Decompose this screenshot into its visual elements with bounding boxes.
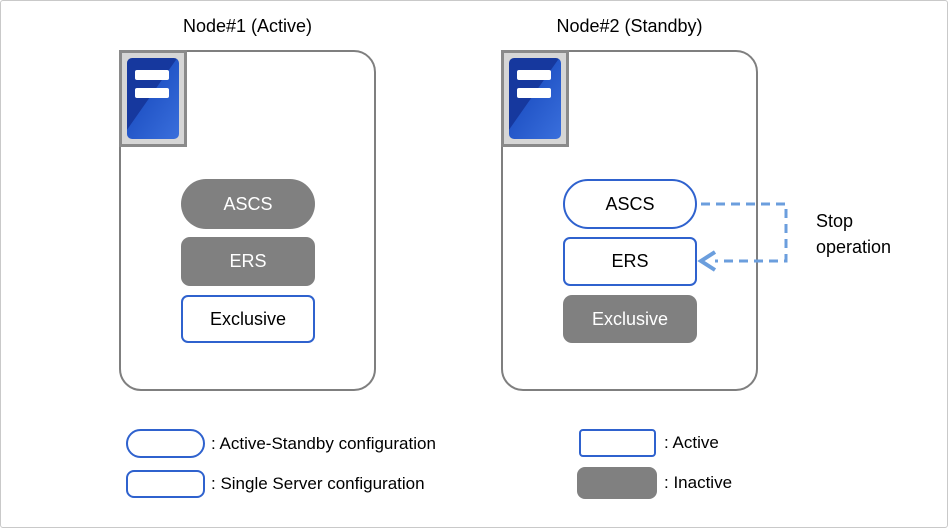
server-tower — [509, 58, 561, 139]
legend-label-active: : Active — [664, 433, 719, 452]
server-slot — [517, 70, 551, 80]
legend-label-single-server: : Single Server configuration — [211, 474, 425, 493]
node1-exclusive-box: Exclusive — [181, 295, 315, 343]
server-slot — [135, 88, 169, 98]
legend-swatch-inactive — [577, 467, 657, 499]
node2-exclusive-box: Exclusive — [563, 295, 697, 343]
legend-label-active-standby: : Active-Standby configuration — [211, 434, 436, 453]
node1-title: Node#1 (Active) — [182, 16, 313, 36]
server-tower — [127, 58, 179, 139]
node2-title: Node#2 (Standby) — [556, 16, 703, 36]
node2-ascs-box: ASCS — [563, 179, 697, 229]
server-slot — [517, 88, 551, 98]
server-slot — [135, 70, 169, 80]
node1-box: ASCS ERS Exclusive — [119, 50, 376, 391]
legend-label-inactive: : Inactive — [664, 473, 733, 492]
legend-swatch-active-standby — [126, 429, 205, 458]
node2-box: ASCS ERS Exclusive — [501, 50, 758, 391]
node2-ers-box: ERS — [563, 237, 697, 286]
server-icon — [119, 50, 187, 147]
stop-operation-arrow — [697, 202, 788, 272]
legend-swatch-active — [579, 429, 656, 457]
legend-swatch-single-server — [126, 470, 205, 498]
stop-operation-label: Stop operation — [816, 211, 892, 257]
node1-ascs-box: ASCS — [181, 179, 315, 229]
node1-ers-box: ERS — [181, 237, 315, 286]
server-icon — [501, 50, 569, 147]
